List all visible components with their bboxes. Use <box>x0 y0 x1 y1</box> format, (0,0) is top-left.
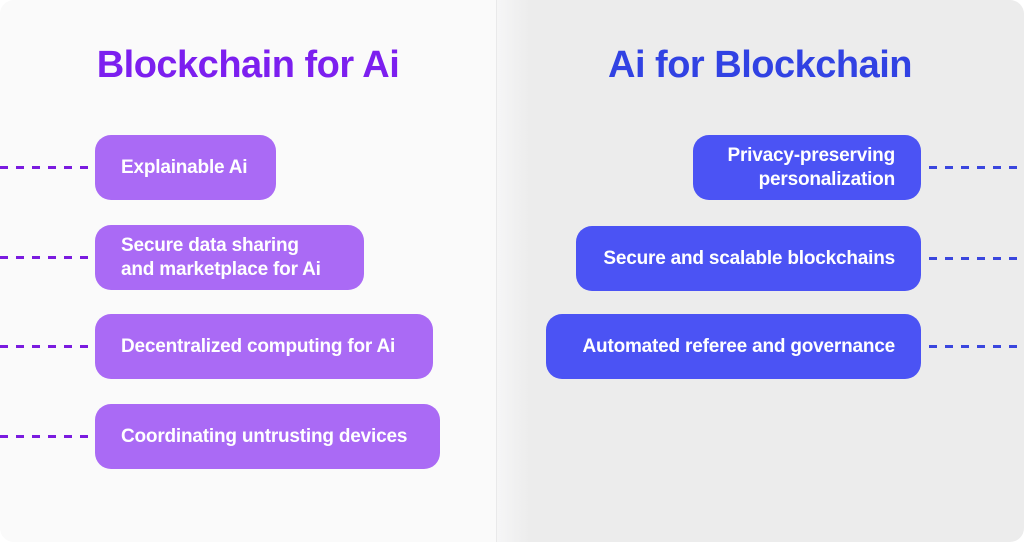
pill-coordinating-untrusting-devices: Coordinating untrusting devices <box>95 404 440 469</box>
pill-label: Secure and scalable blockchains <box>603 247 895 269</box>
pill-secure-scalable-blockchains: Secure and scalable blockchains <box>576 226 921 291</box>
pill-label: Decentralized computing for Ai <box>121 335 396 357</box>
connector-dash-left-4 <box>0 435 92 438</box>
pill-label: Automated referee and governance <box>582 335 896 357</box>
pill-decentralized-computing: Decentralized computing for Ai <box>95 314 433 379</box>
pill-secure-data-sharing: Secure data sharing and marketplace for … <box>95 225 364 290</box>
pill-privacy-preserving-personalization: Privacy-preserving personalization <box>693 135 921 200</box>
connector-dash-left-1 <box>0 166 92 169</box>
connector-dash-right-1 <box>929 166 1024 169</box>
left-panel-title: Blockchain for Ai <box>96 44 400 86</box>
pill-automated-referee-governance: Automated referee and governance <box>546 314 921 379</box>
pill-label-line-1: Privacy-preserving <box>727 144 896 166</box>
connector-dash-left-3 <box>0 345 92 348</box>
pill-label: Coordinating untrusting devices <box>121 425 408 447</box>
panel-blockchain-for-ai: Blockchain for Ai Explainable Ai Secure … <box>0 0 496 542</box>
pill-label-line-1: Secure data sharing <box>121 234 299 256</box>
pill-label: Explainable Ai <box>121 156 248 178</box>
connector-dash-right-2 <box>929 257 1024 260</box>
pill-label-line-2: personalization <box>758 168 896 190</box>
connector-dash-left-2 <box>0 256 92 259</box>
pill-label-line-2: and marketplace for Ai <box>121 258 321 280</box>
pill-explainable-ai: Explainable Ai <box>95 135 276 200</box>
right-panel-title: Ai for Blockchain <box>608 44 913 86</box>
connector-dash-right-3 <box>929 345 1024 348</box>
